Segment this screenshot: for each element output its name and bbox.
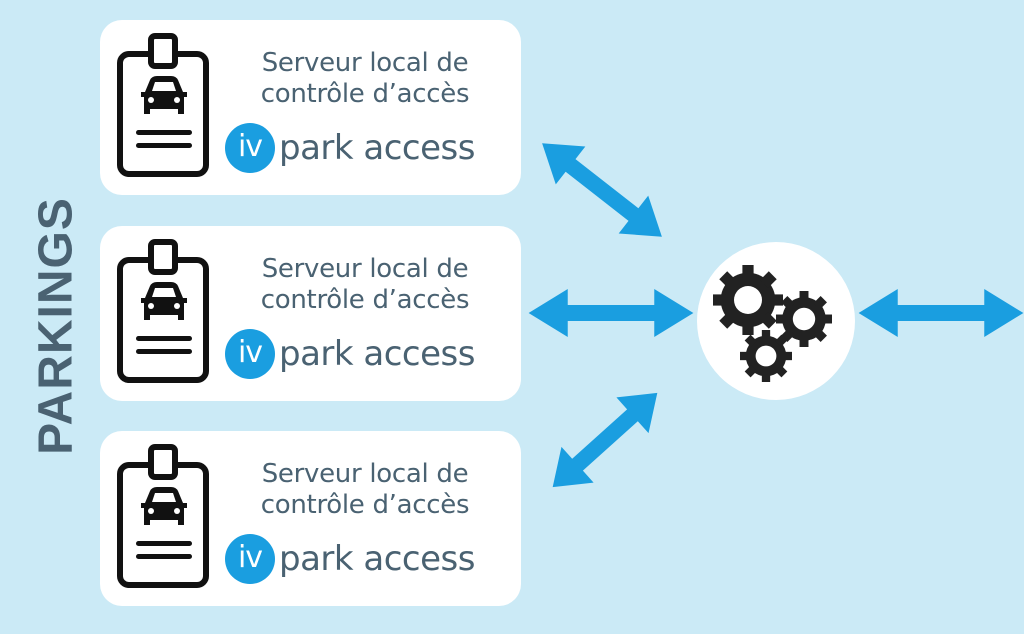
badge-car-icon (117, 444, 209, 588)
badge-car-icon (117, 239, 209, 383)
card-title: Serveur local de contrôle d’accès (230, 254, 500, 316)
brand-name: park access (279, 539, 475, 579)
ivpark-logo: iv park access (225, 533, 475, 585)
processing-hub (697, 242, 855, 400)
card-title: Serveur local de contrôle d’accès (230, 48, 500, 110)
card-title-line2: contrôle d’accès (260, 79, 470, 109)
server-card-1: Serveur local de contrôle d’accès iv par… (100, 20, 521, 195)
card-title: Serveur local de contrôle d’accès (230, 459, 500, 521)
card-title-line1: Serveur local de (261, 254, 469, 284)
iv-logo-mark: iv (225, 329, 275, 379)
brand-name: park access (279, 128, 475, 168)
ivpark-logo: iv park access (225, 328, 475, 380)
ivpark-logo: iv park access (225, 122, 475, 174)
card-title-line2: contrôle d’accès (260, 285, 470, 315)
iv-logo-mark: iv (225, 123, 275, 173)
server-card-3: Serveur local de contrôle d’accès iv par… (100, 431, 521, 606)
gears-icon (713, 265, 832, 382)
gear-large (713, 265, 783, 335)
card-title-line1: Serveur local de (261, 48, 469, 78)
arrow-card2-hub (528, 289, 694, 337)
gear-small (740, 330, 792, 382)
arrow-card3-hub (536, 375, 674, 505)
server-card-2: Serveur local de contrôle d’accès iv par… (100, 226, 521, 401)
badge-car-icon (117, 33, 209, 177)
arrow-hub-external (858, 289, 1024, 337)
card-title-line1: Serveur local de (261, 459, 469, 489)
card-title-line2: contrôle d’accès (260, 490, 470, 520)
arrow-card1-hub (527, 124, 677, 256)
iv-logo-mark: iv (225, 534, 275, 584)
brand-name: park access (279, 334, 475, 374)
